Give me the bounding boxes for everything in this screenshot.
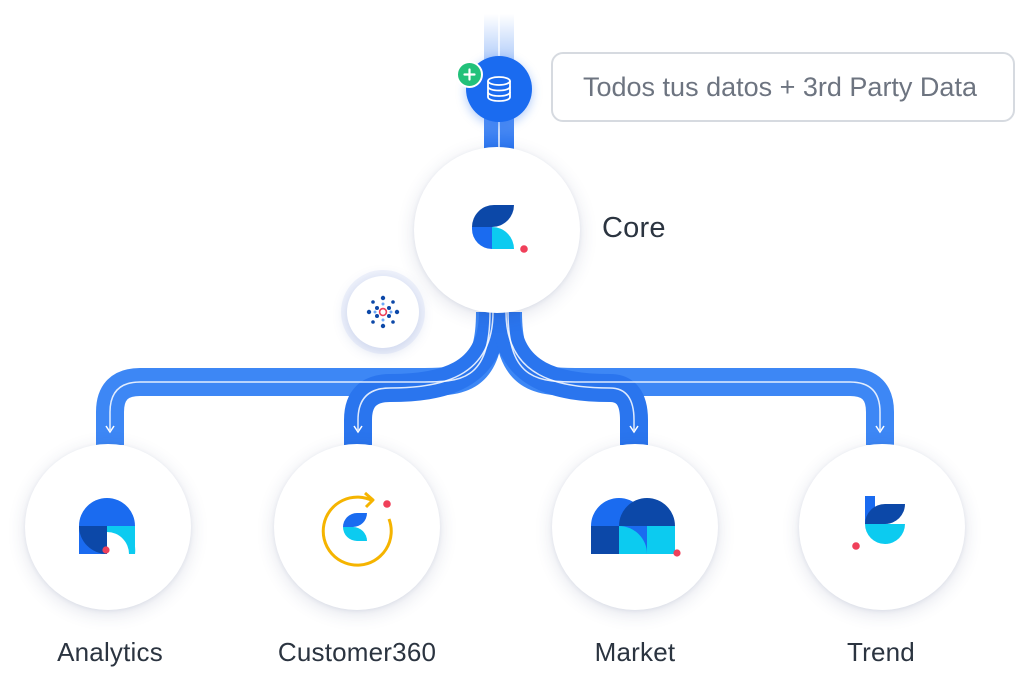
- add-data-badge[interactable]: [456, 61, 483, 88]
- product-label-analytics: Analytics: [57, 637, 163, 667]
- data-source-box: Todos tus datos + 3rd Party Data: [551, 52, 1015, 122]
- data-source-label: Todos tus datos + 3rd Party Data: [583, 71, 977, 102]
- product-node-trend[interactable]: [799, 444, 965, 610]
- database-icon: [487, 76, 511, 102]
- branch-pipe-market: [492, 311, 648, 445]
- trend-logo-icon: [852, 496, 905, 550]
- product-node-analytics[interactable]: [25, 444, 191, 610]
- analytics-logo-icon: [79, 498, 136, 554]
- plus-icon: [463, 68, 476, 81]
- core-logo-icon: [472, 205, 528, 253]
- core-node[interactable]: [414, 147, 580, 313]
- customer360-logo-icon: [321, 491, 393, 567]
- market-logo-icon: [591, 498, 681, 557]
- network-nodes-icon: [366, 295, 400, 329]
- product-node-market[interactable]: [552, 444, 718, 610]
- product-label-customer360: Customer360: [277, 637, 437, 667]
- product-node-customer360[interactable]: [274, 444, 440, 610]
- product-label-market: Market: [594, 637, 676, 667]
- flow-arrow-icons: [105, 425, 885, 434]
- ai-engine-node[interactable]: [347, 276, 419, 348]
- product-label-trend: Trend: [847, 637, 915, 667]
- core-label: Core: [602, 212, 666, 244]
